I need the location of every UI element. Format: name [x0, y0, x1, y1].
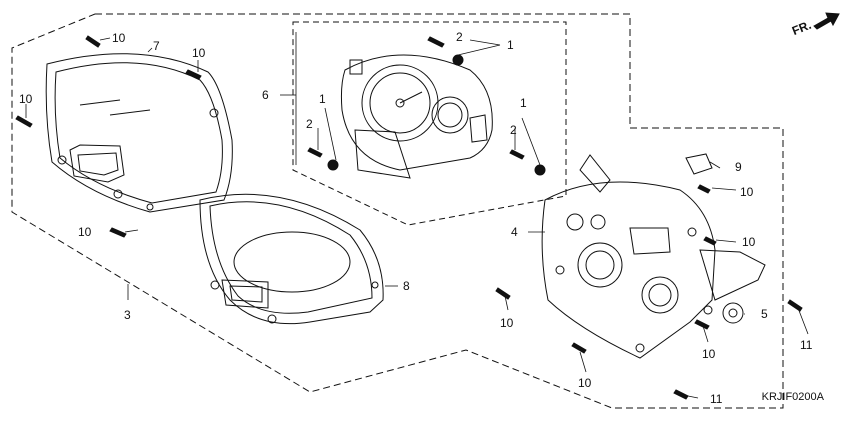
callout-part-1: 1	[507, 38, 514, 52]
callout-assembly-3: 3	[124, 308, 131, 322]
meter-case-part	[541, 154, 766, 359]
assembly-boundary-dashed	[11, 13, 784, 409]
callout-screw-10: 10	[702, 347, 716, 361]
callout-screw-10: 10	[742, 235, 756, 249]
callout-visor-7: 7	[153, 39, 160, 53]
callout-part-1: 1	[520, 96, 527, 110]
callout-case-4: 4	[511, 225, 518, 239]
callout-part-2: 2	[456, 30, 463, 44]
callout-screw-10: 10	[500, 316, 514, 330]
meter-assembly-boundary-dashed	[292, 21, 567, 226]
callout-screw-10: 10	[192, 46, 206, 60]
callout-bracket-9: 9	[735, 160, 742, 174]
callout-meter-assembly-6: 6	[262, 88, 269, 102]
callout-screw-11: 11	[800, 338, 813, 352]
callout-part-2: 2	[510, 123, 517, 137]
callout-part-1: 1	[319, 92, 326, 106]
callout-screw-11: 11	[710, 392, 723, 406]
callout-screw-10: 10	[112, 31, 126, 45]
grommet-nut-part	[722, 302, 744, 324]
screw-parts	[15, 35, 803, 400]
callout-screw-10: 10	[19, 92, 33, 106]
meter-visor-part	[45, 53, 233, 213]
callout-screw-10: 10	[578, 376, 592, 390]
meter-panel-part	[199, 193, 384, 325]
callout-screw-10: 10	[740, 185, 754, 199]
callout-grommet-5: 5	[761, 307, 768, 321]
speedometer-assembly-part	[340, 54, 493, 179]
figure-code: KRJIF0200A	[761, 391, 824, 403]
callout-screw-10: 10	[78, 225, 92, 239]
leader-lines	[25, 32, 809, 399]
front-direction-arrow-icon	[813, 12, 840, 30]
callout-part-2: 2	[306, 117, 313, 131]
callout-panel-8: 8	[403, 279, 410, 293]
bracket-part	[685, 153, 713, 175]
